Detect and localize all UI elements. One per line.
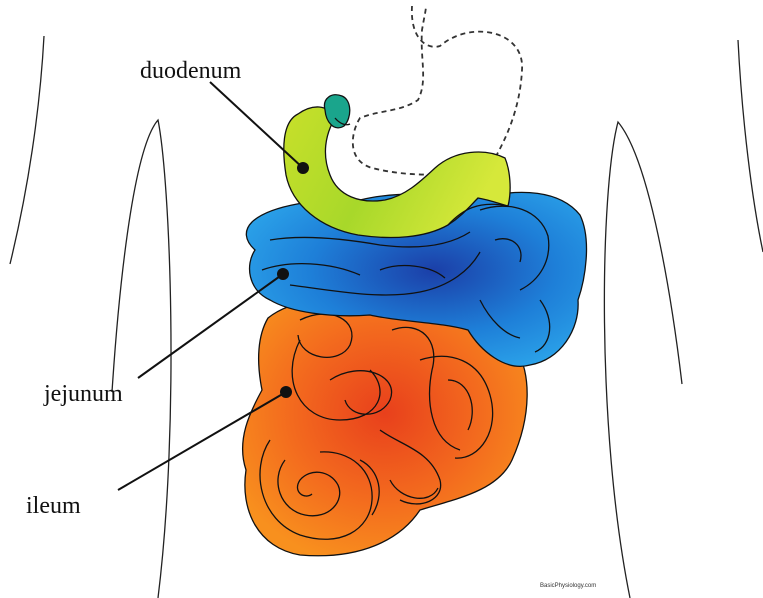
ileum-label: ileum: [26, 493, 81, 520]
jejunum-label: jejunum: [44, 381, 123, 408]
jejunum-dot: [277, 268, 289, 280]
left-flank-line: [10, 36, 44, 264]
duodenum-dot: [297, 162, 309, 174]
left-hip-line: [112, 120, 171, 598]
ileum-dot: [280, 386, 292, 398]
right-hip-line: [604, 122, 682, 598]
right-flank-line: [738, 40, 763, 252]
duodenum-label: duodenum: [140, 58, 241, 85]
credit-text: BasicPhysiology.com: [540, 583, 596, 589]
stomach-outline: [353, 6, 522, 175]
